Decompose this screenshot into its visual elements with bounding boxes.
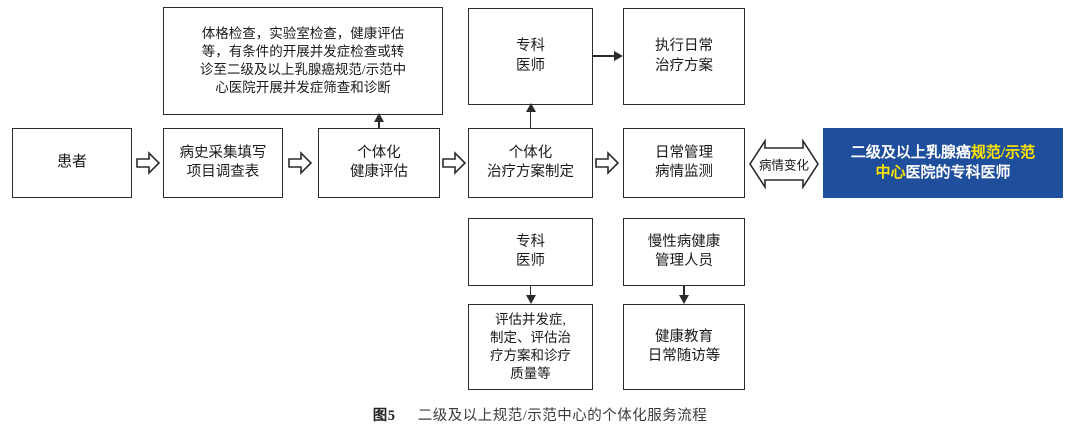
node-assess-complications-label: 评估并发症, 制定、评估治 疗方案和诊疗 质量等: [490, 312, 571, 381]
node-chronic-disease-staff: 慢性病健康 管理人员: [623, 218, 745, 286]
connector-specialist-bottom-to-assess-arrowhead: [525, 295, 536, 304]
node-individual-health-assessment: 个体化 健康评估: [318, 128, 440, 198]
connector-assessment-to-exam-arrowhead: [374, 113, 384, 122]
node-daily-management-label: 日常管理 病情监测: [655, 144, 713, 180]
node-referral-hospital-line2-accent: 中心: [875, 165, 906, 181]
node-execute-daily-plan-label: 执行日常 治疗方案: [655, 38, 713, 74]
node-health-education-label: 健康教育 日常随访等: [647, 328, 721, 364]
node-patient: 患者: [12, 128, 132, 198]
connector-plan-to-specialist-arrowhead: [525, 103, 536, 112]
connector-plan-to-specialist-line: [529, 105, 532, 129]
node-referral-hospital-line2-plain: 医院的专科医师: [905, 165, 1011, 181]
node-history-collection-label: 病史采集填写 项目调查表: [179, 144, 267, 180]
node-health-education: 健康教育 日常随访等: [623, 304, 745, 390]
node-individual-treatment-plan: 个体化 治疗方案制定: [468, 128, 593, 198]
node-patient-label: 患者: [56, 154, 87, 171]
node-referral-hospital: 二级及以上乳腺癌规范/示范 中心医院的专科医师: [823, 128, 1063, 198]
node-specialist-top-label: 专科 医师: [516, 38, 545, 74]
node-daily-management: 日常管理 病情监测: [623, 128, 745, 198]
node-referral-hospital-line1-accent: 规范/示范: [970, 144, 1036, 161]
connector-history-to-assessment: [288, 149, 313, 177]
connector-specialist-bottom-to-assess-line: [529, 286, 532, 298]
connector-specialist-to-execute-line: [593, 55, 615, 57]
connector-assessment-to-plan: [442, 149, 467, 177]
node-assess-complications: 评估并发症, 制定、评估治 疗方案和诊疗 质量等: [468, 304, 593, 390]
connector-staff-to-education-line: [683, 286, 685, 298]
node-exam-detail: 体格检查，实验室检查，健康评估 等，有条件的开展并发症检查或转 诊至二级及以上乳…: [163, 7, 443, 115]
figure-caption-number: 图5: [372, 408, 396, 424]
node-specialist-bottom: 专科 医师: [468, 218, 593, 286]
node-specialist-top: 专科 医师: [468, 8, 593, 105]
node-individual-treatment-plan-label: 个体化 治疗方案制定: [487, 144, 574, 180]
node-individual-health-assessment-label: 个体化 健康评估: [350, 144, 408, 180]
node-exam-detail-label: 体格检查，实验室检查，健康评估 等，有条件的开展并发症检查或转 诊至二级及以上乳…: [199, 26, 407, 95]
node-specialist-bottom-label: 专科 医师: [516, 233, 545, 269]
connector-specialist-to-execute-arrowhead: [614, 50, 623, 61]
node-execute-daily-plan: 执行日常 治疗方案: [623, 8, 745, 105]
node-history-collection: 病史采集填写 项目调查表: [163, 128, 283, 198]
connector-daily-to-referral: 病情变化: [748, 138, 820, 190]
connector-patient-to-history: [136, 149, 161, 177]
node-referral-hospital-line1-plain: 二级及以上乳腺癌: [850, 144, 971, 161]
connector-staff-to-education-arrowhead: [679, 295, 689, 304]
figure-caption-text: 二级及以上规范/示范中心的个体化服务流程: [417, 408, 708, 424]
node-chronic-disease-staff-label: 慢性病健康 管理人员: [647, 233, 721, 269]
connector-assessment-to-exam-line: [378, 115, 380, 129]
figure-caption: 图5 二级及以上规范/示范中心的个体化服务流程: [0, 404, 1080, 425]
connector-plan-to-daily: [595, 149, 620, 177]
